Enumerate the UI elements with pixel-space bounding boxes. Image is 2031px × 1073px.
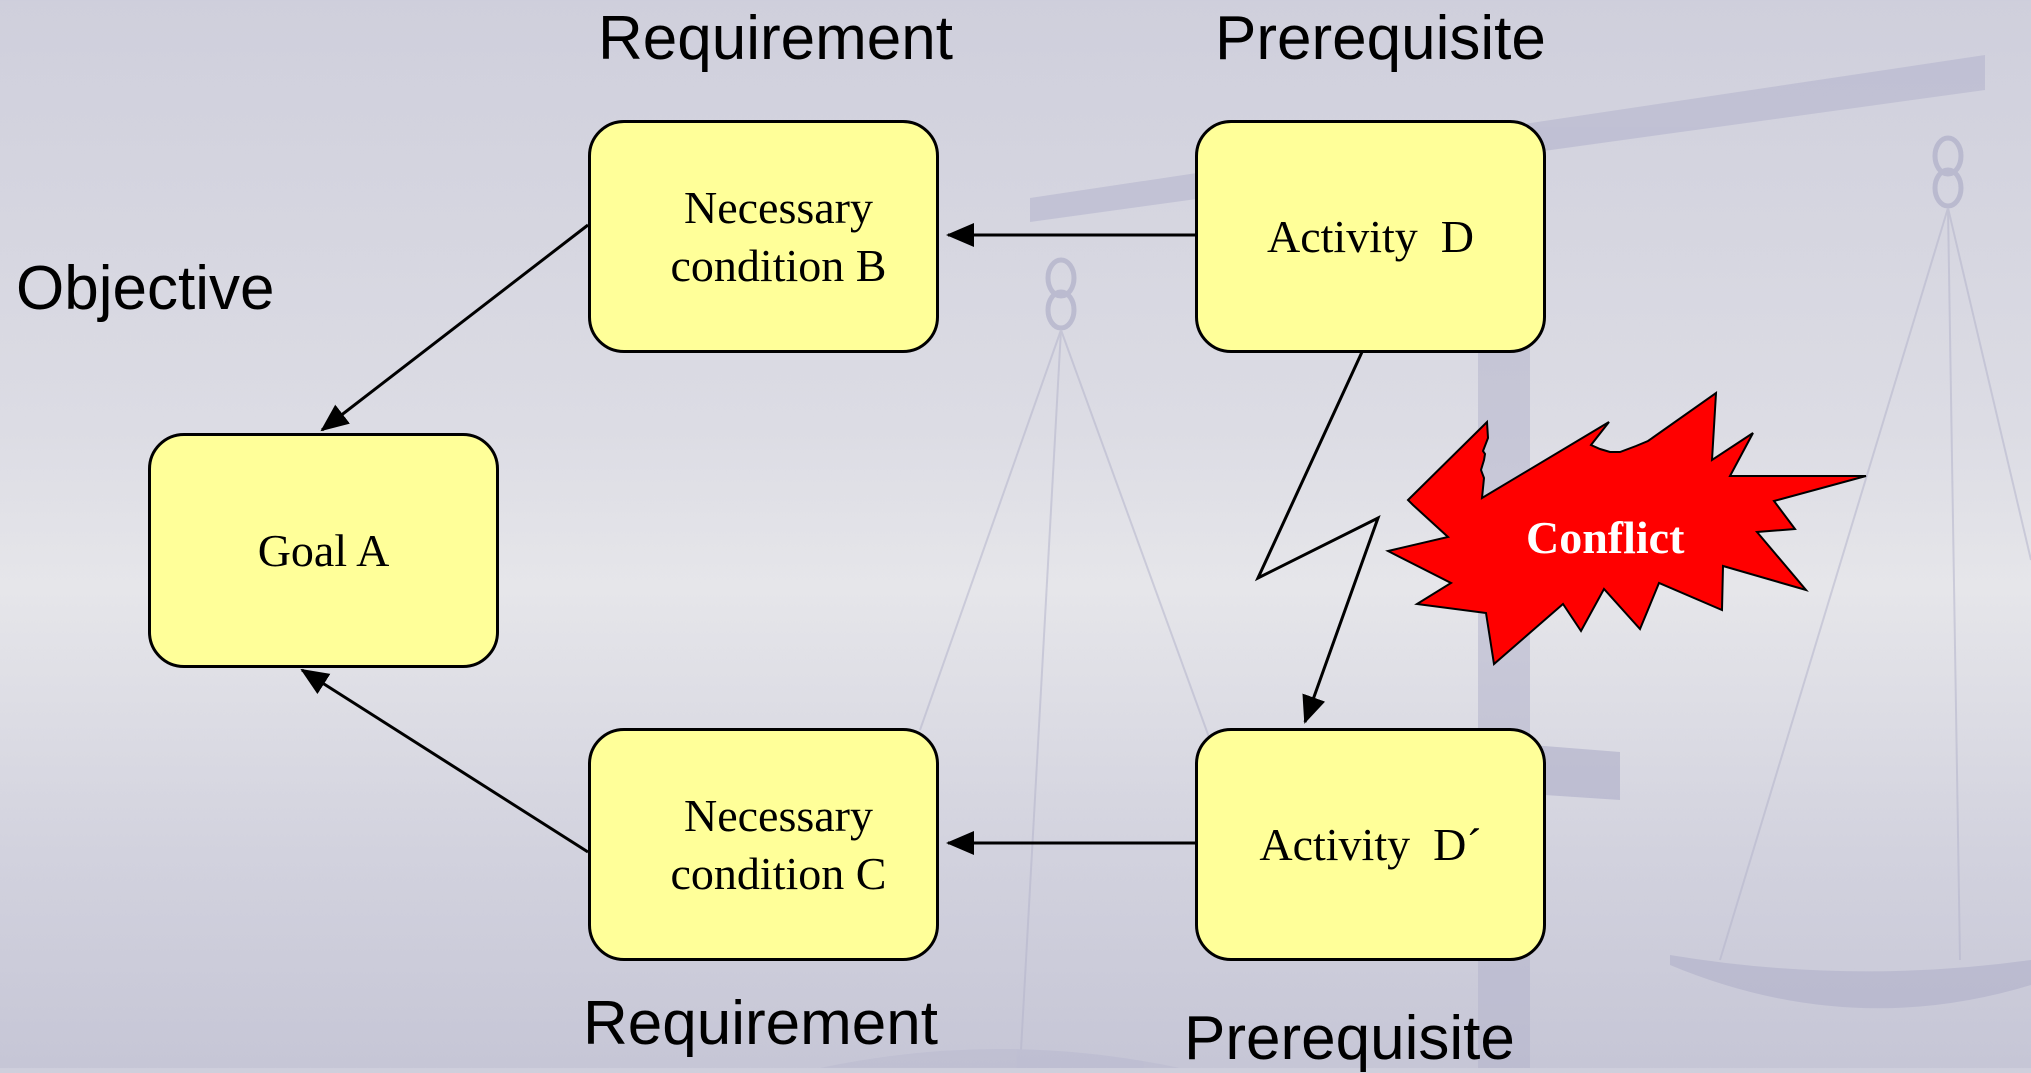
explosion-starburst-icon	[1385, 390, 1867, 666]
node-condition-b-label: Necessary condition B	[670, 182, 887, 291]
node-goal-a: Goal A	[148, 433, 499, 668]
node-condition-c: Necessary condition C	[588, 728, 939, 961]
node-activity-d-prime-label: Activity D´	[1259, 818, 1482, 870]
arrow-c-to-a	[300, 668, 589, 854]
conflict-label: Conflict	[1526, 512, 1685, 563]
node-activity-d-prime: Activity D´	[1195, 728, 1546, 961]
node-condition-b: Necessary condition B	[588, 120, 939, 353]
node-goal-a-label: Goal A	[257, 524, 390, 576]
node-activity-d-label: Activity D	[1267, 210, 1474, 262]
heading-requirement-bottom: Requirement	[583, 989, 938, 1058]
heading-prerequisite-bottom: Prerequisite	[1184, 1004, 1515, 1073]
node-condition-c-label: Necessary condition C	[670, 790, 887, 899]
heading-prerequisite-top: Prerequisite	[1215, 4, 1546, 73]
node-activity-d: Activity D	[1195, 120, 1546, 353]
heading-requirement-top: Requirement	[598, 4, 953, 73]
arrow-b-to-a	[320, 223, 589, 432]
heading-objective: Objective	[16, 254, 275, 323]
conflict-zigzag-arrow	[1254, 351, 1381, 724]
